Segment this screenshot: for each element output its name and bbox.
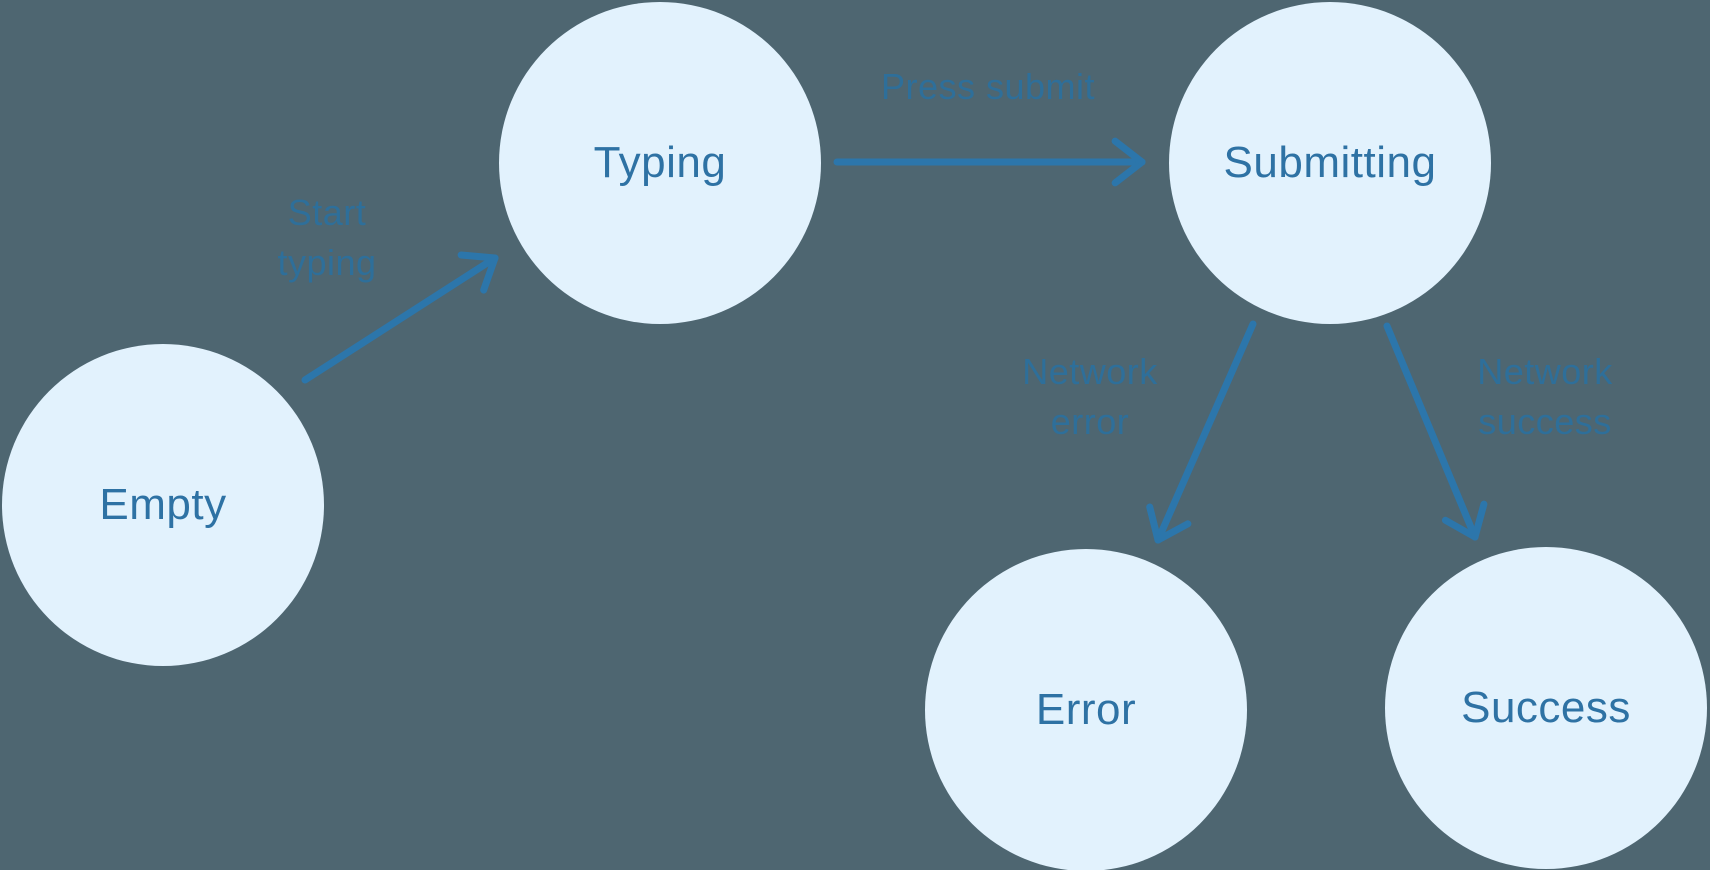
arrowhead-submitting-to-error-barb1 [1146,503,1162,544]
state-node-success: Success [1385,547,1707,869]
state-node-label-empty: Empty [99,480,227,529]
transition-label-line: Network [1477,351,1613,392]
arrowhead-typing-to-submitting-barb2 [1111,137,1146,166]
arrowhead-typing-to-submitting-barb1 [1111,158,1146,187]
state-node-empty: Empty [2,344,324,666]
state-node-submitting: Submitting [1169,2,1491,324]
state-node-typing: Typing [499,2,821,324]
transition-label-empty-to-typing: Start typing [277,188,376,288]
state-node-label-typing: Typing [593,138,727,187]
transition-arrow-submitting-to-success [1383,322,1479,541]
transition-label-line: Press submit [880,66,1096,107]
transition-label-submitting-to-error: Network error [1022,347,1158,447]
arrowhead-submitting-to-success-barb2 [1471,500,1488,541]
transition-label-line: success [1478,401,1612,442]
transition-label-line: Start [287,192,367,233]
arrowhead-submitting-to-success-barb1 [1441,516,1479,541]
state-node-label-success: Success [1461,683,1631,732]
transition-label-line: Network [1022,351,1158,392]
transition-arrow-submitting-to-error [1154,320,1257,544]
state-node-label-error: Error [1035,685,1137,734]
arrowhead-empty-to-typing-barb2 [457,251,499,262]
arrowhead-empty-to-typing-barb1 [480,254,499,294]
transition-arrow-empty-to-typing [301,254,499,384]
state-node-label-submitting: Submitting [1223,138,1437,187]
transition-label-line: typing [277,242,377,283]
transition-label-typing-to-submitting: Press submit [881,62,1095,112]
arrowhead-submitting-to-error-barb2 [1154,520,1192,544]
transition-label-line: error [1050,401,1130,442]
transition-label-submitting-to-success: Network success [1477,347,1613,447]
state-node-error: Error [925,549,1247,870]
